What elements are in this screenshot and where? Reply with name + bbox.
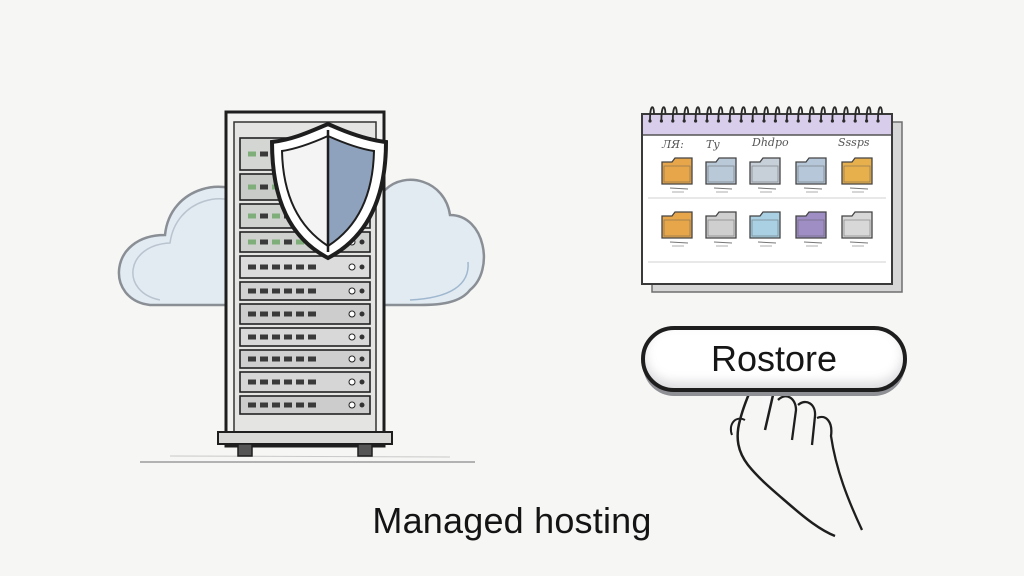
calendar-ring: [865, 106, 872, 123]
calendar-ring: [648, 106, 655, 123]
calendar-ring: [773, 106, 781, 123]
rack-unit: [239, 327, 371, 347]
calendar-header-label-1: ЛЯ:: [662, 138, 684, 151]
calendar-ring: [853, 106, 861, 123]
rack-unit: [239, 395, 371, 415]
calendar-ring: [842, 106, 849, 123]
calendar-ring: [808, 106, 815, 123]
calendar-header-label-4: Sssрs: [838, 136, 870, 149]
restore-button-label: Rostore: [710, 338, 838, 379]
calendar-ring: [694, 106, 701, 123]
calendar-ring: [819, 106, 826, 123]
folder-icon: [661, 157, 693, 193]
calendar-rings: [648, 106, 883, 123]
calendar-ring: [796, 106, 804, 123]
calendar-header-label-2: Ту: [706, 138, 720, 151]
calendar-ring: [716, 106, 724, 123]
rack-unit: [239, 281, 371, 301]
folder-icon: [795, 157, 827, 193]
calendar-ring: [762, 106, 769, 123]
folder-icon: [705, 157, 737, 193]
folder-icon: [795, 211, 827, 247]
rack-unit: [239, 371, 371, 393]
folder-icon: [749, 157, 781, 193]
calendar-ring: [728, 106, 735, 123]
calendar-icon: [641, 106, 903, 293]
calendar-ring: [671, 106, 678, 123]
folder-icon: [841, 211, 873, 247]
rack-unit: [239, 349, 371, 369]
calendar-ring: [659, 106, 667, 123]
folder-icon: [661, 211, 693, 247]
calendar-folders: [661, 157, 873, 247]
restore-button[interactable]: Rostore: [641, 326, 907, 392]
shield-icon: [269, 121, 389, 261]
folder-icon: [841, 157, 873, 193]
calendar-ring: [682, 106, 690, 123]
ground-shadow: [140, 455, 475, 463]
calendar-ring: [785, 106, 792, 123]
caption: Managed hosting: [372, 500, 652, 541]
rack-unit: [239, 303, 371, 325]
calendar-header-label-3: Dhdpo: [752, 136, 789, 149]
calendar-ring: [739, 106, 747, 123]
rack-unit: [239, 255, 371, 279]
folder-icon: [705, 211, 737, 247]
folder-icon: [749, 211, 781, 247]
calendar-ring: [705, 106, 712, 123]
calendar-ring: [830, 106, 838, 123]
calendar-ring: [876, 106, 883, 123]
calendar-ring: [751, 106, 758, 123]
